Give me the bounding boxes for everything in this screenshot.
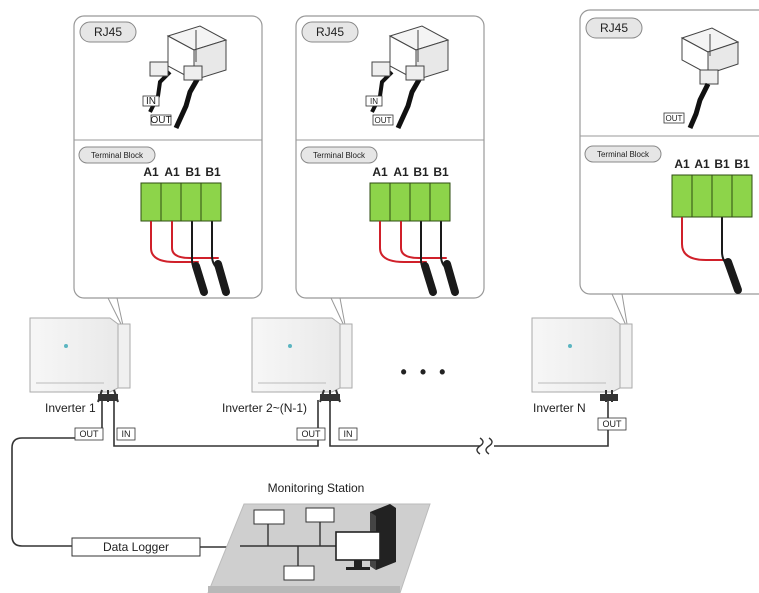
terminal-badge [78,146,156,164]
rj45-label: RJ45 [600,21,628,35]
terminal-b1: B1 [433,165,449,179]
terminal-a1: A1 [143,165,159,179]
wires [681,217,742,294]
terminal-a1: A1 [393,165,409,179]
wires [150,221,230,296]
terminal-b1: B1 [714,157,730,171]
terminal-b1: B1 [205,165,221,179]
terminal-a1: A1 [694,157,710,171]
terminal-block [671,174,753,218]
inverter-n [531,317,633,402]
terminal-a1: A1 [674,157,690,171]
break-symbol [476,437,493,455]
rj45-jacks [148,25,228,130]
inv2-in-tag: IN [344,429,353,439]
in-tag: IN [146,96,156,107]
terminal-a1: A1 [164,165,180,179]
terminal-b1: B1 [734,157,750,171]
inv2-out-tag: OUT [302,429,322,439]
invn-out-tag: OUT [603,419,623,429]
panel-2: RJ45 IN OUT Terminal Block A1 A1 B1 B1 [295,15,485,331]
wires [379,221,459,296]
rj45-badge [79,21,137,43]
out-tag: OUT [666,114,683,123]
terminal-label: Terminal Block [91,151,144,160]
rj45-label: RJ45 [94,25,122,39]
rj45-jacks [370,25,450,130]
monitoring-station-title: Monitoring Station [268,481,365,495]
inverter-1-label: Inverter 1 [45,401,96,415]
monitoring-station [207,503,431,593]
terminal-label: Terminal Block [597,150,650,159]
ellipsis: • • • [401,362,450,382]
rj45-label: RJ45 [316,25,344,39]
terminal-b1: B1 [413,165,429,179]
inverter-2-label: Inverter 2~(N-1) [222,401,307,415]
out-tag: OUT [150,115,171,126]
inverter-1 [29,317,131,403]
inverter-n-label: Inverter N [533,401,586,415]
data-logger-label: Data Logger [103,540,169,554]
in-tag: IN [370,97,378,106]
rj45-jack [680,27,740,129]
inverter-2 [251,317,353,403]
inv1-out-tag: OUT [80,429,100,439]
terminal-label: Terminal Block [313,151,366,160]
terminal-a1: A1 [372,165,388,179]
terminal-block [369,182,451,222]
panel-1: RJ45 IN OUT Terminal Block A1 A1 B1 B1 [73,15,263,331]
inv1-in-tag: IN [122,429,131,439]
out-tag: OUT [375,116,392,125]
terminal-b1: B1 [185,165,201,179]
panel-3: RJ45 OUT Terminal Block A1 A1 B1 B1 [579,9,759,331]
terminal-block [140,182,222,222]
